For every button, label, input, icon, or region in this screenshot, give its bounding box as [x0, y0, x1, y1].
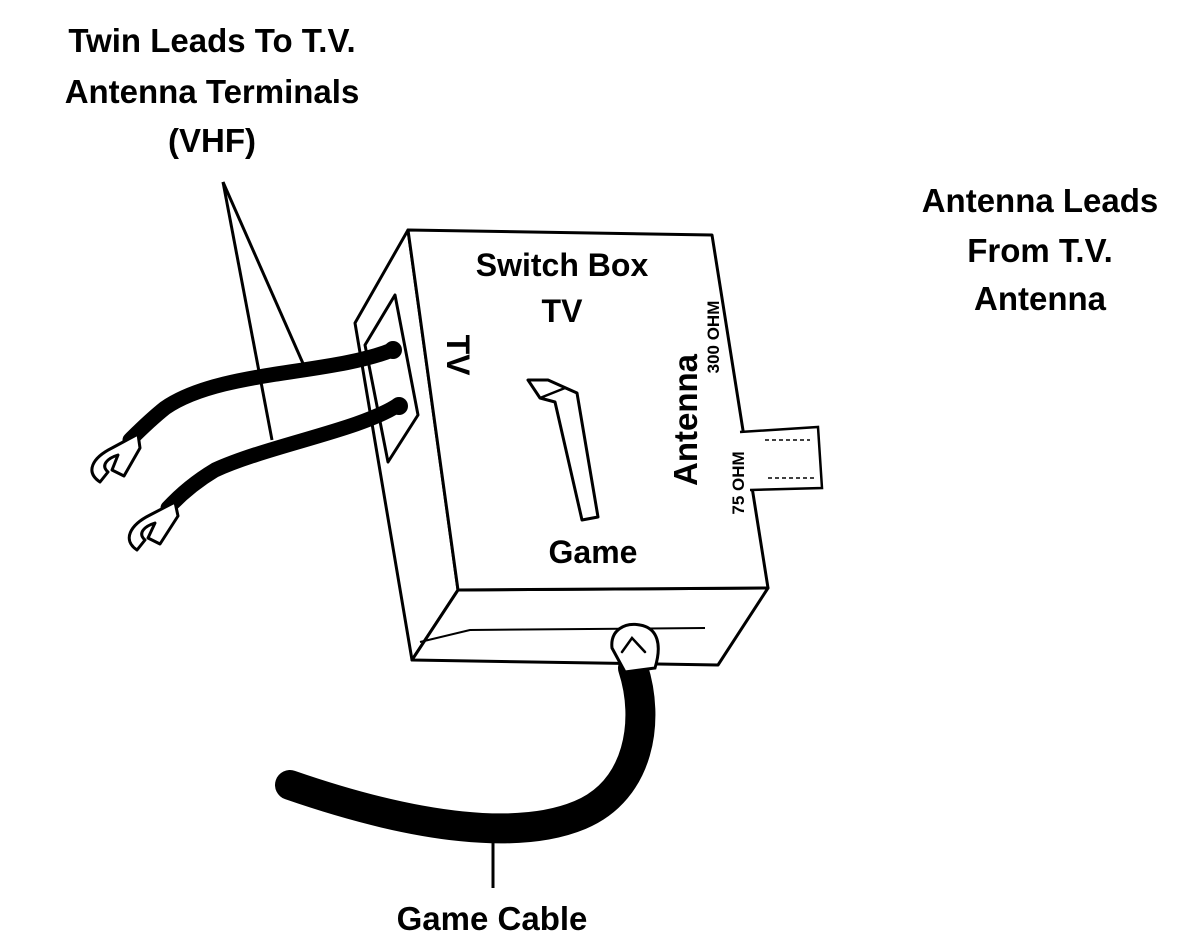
lower-wire	[160, 397, 406, 516]
twin-leads-line-3: (VHF)	[168, 122, 256, 159]
ohm-75-label: 75 OHM	[729, 451, 748, 514]
spade-lugs	[90, 432, 180, 552]
antenna-label: Antenna	[667, 353, 704, 486]
switch-box-bottom-face	[410, 586, 770, 667]
twin-leads-pointer	[221, 181, 307, 441]
ohm-300-label: 300 OHM	[704, 301, 723, 374]
antenna-leads-label: Antenna Leads From T.V. Antenna	[922, 182, 1159, 317]
switch-box-front-face	[406, 228, 770, 592]
switch-box-title: Switch Box	[476, 247, 649, 283]
antenna-leads-line-1: Antenna Leads	[922, 182, 1159, 219]
slide-switch	[526, 378, 600, 522]
upper-wire	[122, 342, 400, 448]
switch-box	[353, 228, 770, 667]
switch-box-game-position: Game	[549, 534, 638, 570]
game-cable-label: Game Cable	[397, 900, 588, 937]
switch-box-tv-position: TV	[542, 293, 584, 329]
twin-leads-line-2: Antenna Terminals	[65, 73, 360, 110]
antenna-connector	[739, 425, 824, 492]
twin-leads-line-1: Twin Leads To T.V.	[68, 22, 355, 59]
lower-spade-lug	[127, 500, 180, 552]
twin-lead-wires	[122, 341, 408, 516]
game-cable	[275, 622, 660, 844]
twin-leads-label: Twin Leads To T.V. Antenna Terminals (VH…	[65, 22, 360, 159]
tv-terminal-plate	[363, 293, 420, 464]
antenna-leads-line-3: Antenna	[974, 280, 1107, 317]
antenna-leads-line-2: From T.V.	[967, 232, 1113, 269]
upper-spade-lug	[90, 432, 142, 484]
game-cable-connector	[610, 622, 660, 674]
tv-terminal-label: TV	[440, 335, 476, 377]
